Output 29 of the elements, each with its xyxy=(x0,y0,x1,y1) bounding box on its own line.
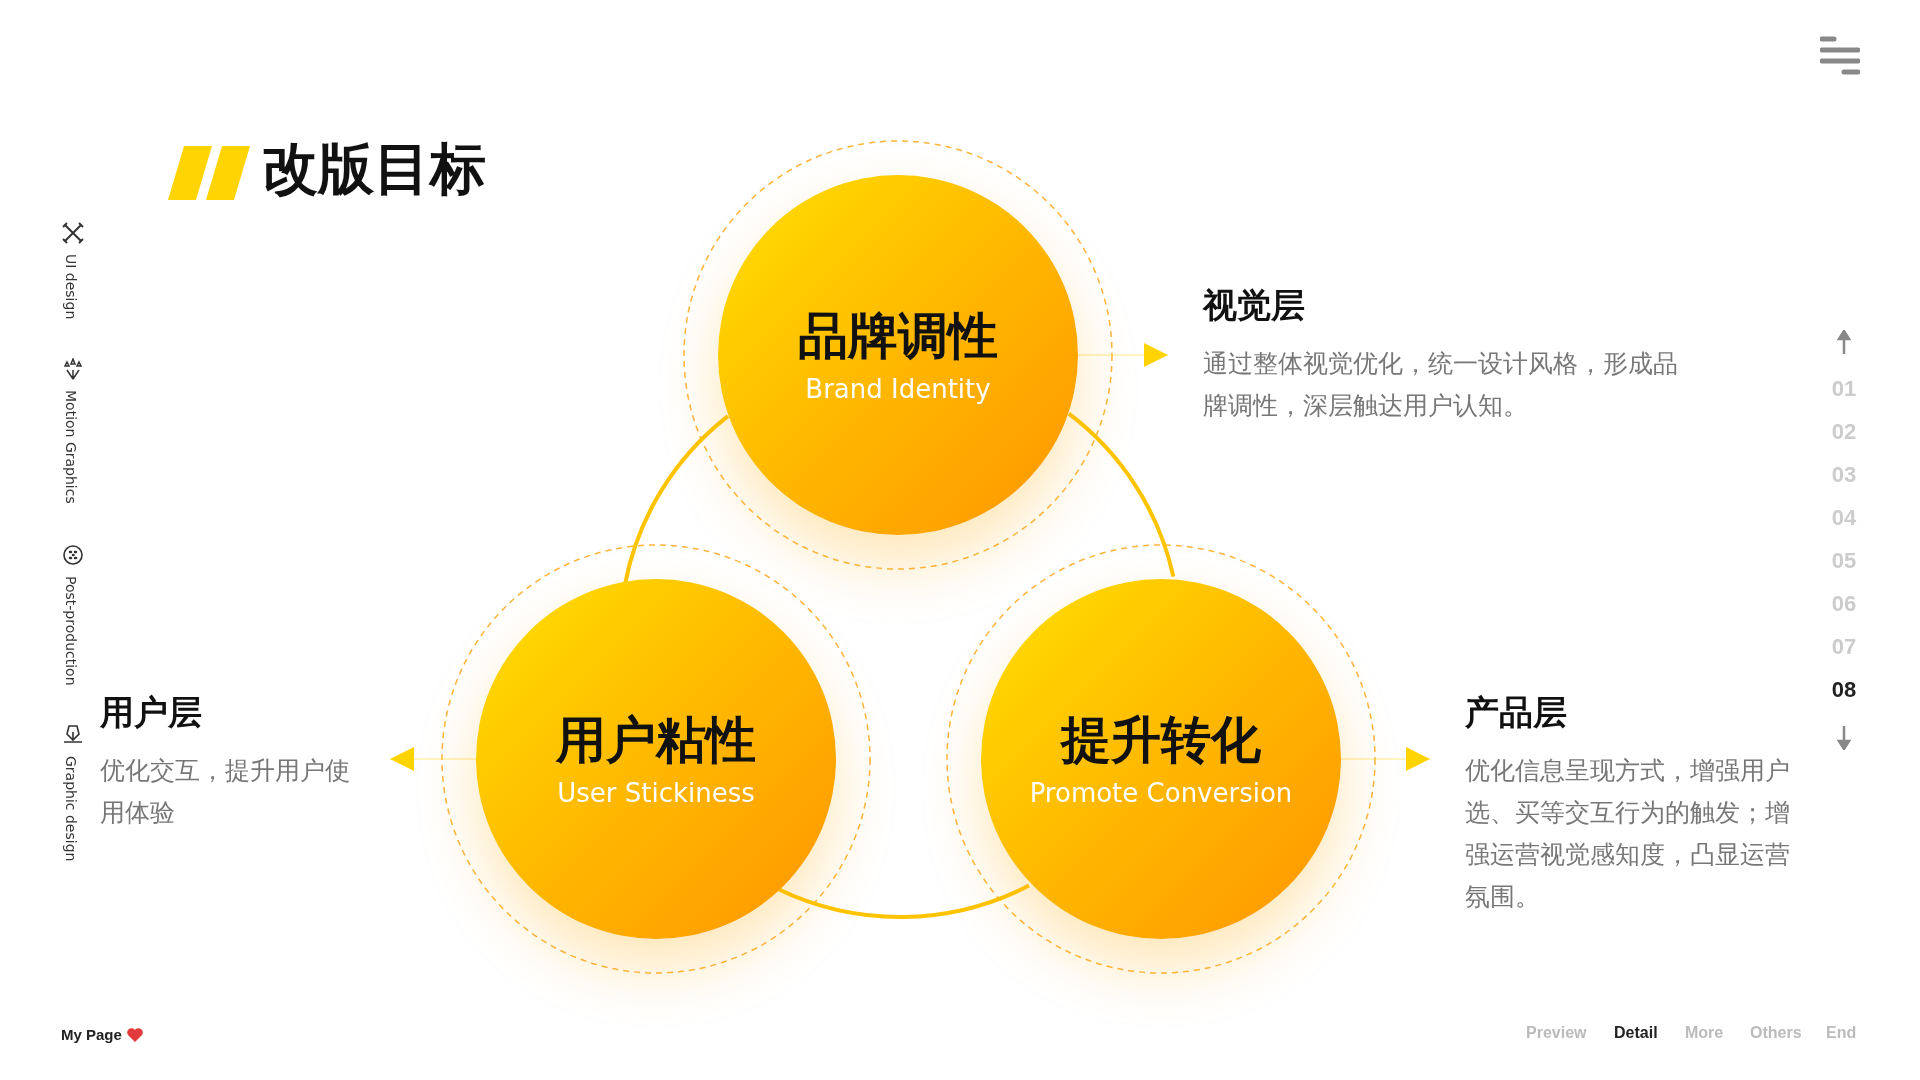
layer-description: 优化交互，提升用户使用体验 xyxy=(100,755,351,829)
arrow xyxy=(389,747,477,771)
layer-description: 通过整体视觉优化，统一设计风格，形成品牌调性，深层触达用户认知。 xyxy=(1203,348,1679,422)
footer-nav-link: End xyxy=(1826,1024,1857,1042)
circle-subtitle: User Stickiness xyxy=(557,778,755,808)
footer-nav-link: More xyxy=(1685,1024,1724,1042)
footer-nav-link: Others xyxy=(1750,1024,1802,1042)
layer-description: 优化信息呈现方式，增强用户选、买等交互行为的触发；增强运营视觉感知度，凸显运营氛围。 xyxy=(1465,755,1791,913)
footer-nav-link: Preview xyxy=(1526,1024,1587,1042)
arrow xyxy=(1077,343,1169,367)
sidebar-label: UI design xyxy=(63,254,79,320)
circle-heading: 提升转化 xyxy=(1061,710,1261,770)
page-title: 改版目标 xyxy=(262,138,486,200)
circle-heading: 用户粘性 xyxy=(556,710,756,770)
circle-heading: 品牌调性 xyxy=(798,306,998,366)
footer-nav-link: Detail xyxy=(1614,1024,1658,1042)
circle-subtitle: Promote Conversion xyxy=(1029,778,1293,808)
sidebar-label: Graphic design xyxy=(63,756,79,862)
footer-label: My Page xyxy=(61,1026,122,1043)
connector-arc xyxy=(1067,412,1176,578)
circle-subtitle: Brand Identity xyxy=(805,374,991,404)
sidebar-label: Post-production xyxy=(63,576,79,686)
layer-heading: 产品层 xyxy=(1465,691,1568,734)
page-number: 08 xyxy=(1830,677,1858,703)
connector-arc xyxy=(776,883,1030,919)
arrow xyxy=(1340,747,1431,771)
layer-heading: 视觉层 xyxy=(1203,284,1306,327)
sidebar-label: Motion Graphics xyxy=(63,390,79,504)
layer-heading: 用户层 xyxy=(100,691,203,734)
